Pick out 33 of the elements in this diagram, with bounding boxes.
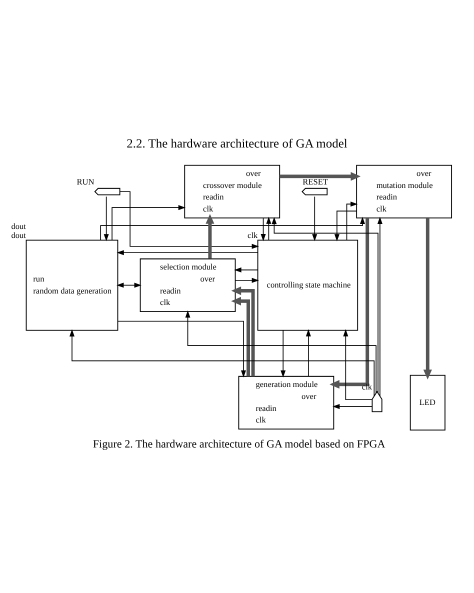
node-pin xyxy=(372,390,382,412)
arrow xyxy=(112,204,186,240)
arrow xyxy=(231,286,255,376)
arrow xyxy=(100,216,365,240)
arrow xyxy=(69,328,375,396)
arrow xyxy=(332,404,373,409)
node-pin xyxy=(94,187,120,195)
arrow xyxy=(312,196,318,241)
arrow xyxy=(116,282,142,288)
arrow xyxy=(116,250,258,255)
arrow xyxy=(423,218,432,379)
arrow xyxy=(185,310,376,393)
arrow xyxy=(266,216,272,240)
arrow xyxy=(206,213,214,258)
arrow xyxy=(306,328,311,376)
arrow xyxy=(234,266,258,272)
arrow xyxy=(334,210,357,241)
arrow xyxy=(272,216,378,394)
arrow xyxy=(104,196,109,241)
caption: Figure 2. The hardware architecture of GA model based on FPGA xyxy=(92,438,386,450)
arrow xyxy=(377,216,382,396)
arrow xyxy=(120,190,260,248)
diagram-title: 2.2. The hardware architecture of GA model xyxy=(126,136,348,150)
arrow xyxy=(231,296,250,376)
arrow xyxy=(346,201,358,240)
arrow xyxy=(260,217,266,241)
arrow xyxy=(343,328,373,400)
arrow xyxy=(235,277,260,282)
arrow xyxy=(330,218,370,388)
arrow xyxy=(280,172,361,180)
node-pin xyxy=(302,187,328,195)
arrow xyxy=(118,320,246,378)
arrow xyxy=(280,329,286,378)
